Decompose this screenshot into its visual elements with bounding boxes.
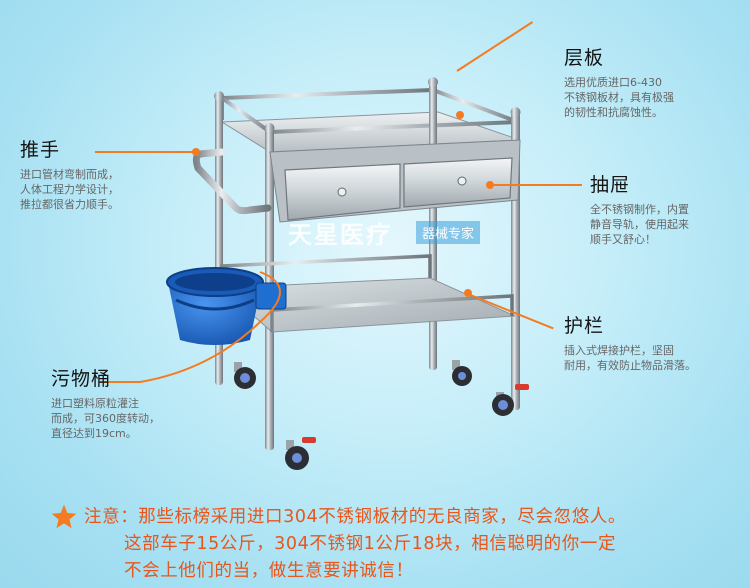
bucket-title: 污物桶: [51, 368, 112, 390]
handle-leader: [95, 151, 195, 153]
drawer-desc-line: 顺手又舒心！: [590, 233, 656, 246]
waste-bucket: [166, 267, 287, 345]
casters: [234, 360, 529, 470]
rail-desc-line: 耐用，有效防止物品滑落。: [564, 359, 696, 372]
drawer-desc-line: 全不锈钢制作，内置: [590, 203, 689, 216]
shelf-title: 层板: [564, 47, 605, 69]
feature-handle: 推手 进口管材弯制而成， 人体工程力学设计， 推拉都很省力顺手。: [20, 139, 119, 212]
drawer-knob-right: [457, 176, 467, 186]
shelf-desc-line: 不锈钢板材，具有极强: [564, 91, 674, 104]
handle-dot: [192, 148, 200, 156]
drawer-desc: 全不锈钢制作，内置 静音导轨，使用起来 顺手又舒心！: [590, 202, 689, 247]
drawer-dot: [486, 181, 494, 189]
drawer-knob-left: [337, 187, 347, 197]
bucket-desc-line: 进口塑料原粒灌注: [51, 397, 139, 410]
shelf-desc-line: 选用优质进口6-430: [564, 76, 662, 89]
watermark-main: 天星医疗: [288, 221, 392, 249]
feature-rail: 护栏 插入式焊接护栏，坚固 耐用，有效防止物品滑落。: [564, 315, 696, 373]
drawer-title: 抽屉: [590, 174, 631, 196]
shelf-desc-line: 的韧性和抗腐蚀性。: [564, 106, 663, 119]
rail-dot: [464, 289, 472, 297]
watermark-sub: 器械专家: [416, 221, 481, 244]
handle-desc-line: 进口管材弯制而成，: [20, 168, 119, 181]
push-handle: [192, 148, 272, 215]
note-line-1: 注意：那些标榜采用进口304不锈钢板材的无良商家，尽会忽悠人。: [84, 507, 626, 527]
bottom-note: 注意：那些标榜采用进口304不锈钢板材的无良商家，尽会忽悠人。 这部车子15公斤…: [50, 504, 740, 585]
feature-drawer: 抽屉 全不锈钢制作，内置 静音导轨，使用起来 顺手又舒心！: [590, 174, 689, 247]
watermark: 天星医疗 器械专家: [288, 215, 481, 250]
bucket-desc-line: 直径达到19cm。: [51, 427, 137, 440]
handle-desc-line: 人体工程力学设计，: [20, 183, 119, 196]
star-icon: [51, 504, 77, 529]
bucket-desc: 进口塑料原粒灌注 而成，可360度转动， 直径达到19cm。: [51, 396, 160, 441]
rail-title: 护栏: [564, 315, 605, 337]
rail-desc: 插入式焊接护栏，坚固 耐用，有效防止物品滑落。: [564, 343, 696, 373]
handle-desc-line: 推拉都很省力顺手。: [20, 198, 119, 211]
bucket-desc-line: 而成，可360度转动，: [51, 412, 160, 425]
note-line-3: 不会上他们的当，做生意要讲诚信！: [124, 561, 414, 581]
feature-shelf: 层板 选用优质进口6-430 不锈钢板材，具有极强 的韧性和抗腐蚀性。: [564, 47, 674, 120]
bucket-leader: [100, 271, 281, 383]
handle-title: 推手: [20, 139, 61, 161]
feature-bucket: 污物桶 进口塑料原粒灌注 而成，可360度转动， 直径达到19cm。: [51, 368, 160, 441]
drawer-desc-line: 静音导轨，使用起来: [590, 218, 689, 231]
shelf-dot: [456, 111, 464, 119]
shelf-desc: 选用优质进口6-430 不锈钢板材，具有极强 的韧性和抗腐蚀性。: [564, 75, 674, 120]
rail-desc-line: 插入式焊接护栏，坚固: [564, 344, 674, 357]
note-line-2: 这部车子15公斤，304不锈钢1公斤18块，相信聪明的你一定: [124, 534, 617, 554]
drawer-leader: [490, 184, 582, 186]
trolley-illustration: [166, 77, 529, 470]
handle-desc: 进口管材弯制而成， 人体工程力学设计， 推拉都很省力顺手。: [20, 167, 119, 212]
